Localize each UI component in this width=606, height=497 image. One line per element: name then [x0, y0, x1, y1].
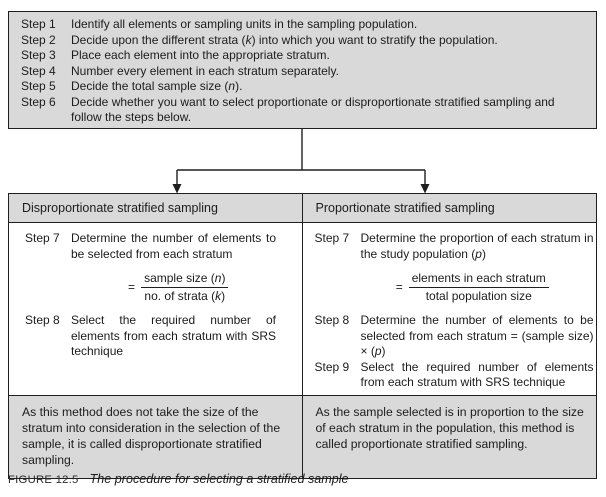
- fraction-numerator: elements in each stratum: [408, 271, 549, 288]
- figure-caption-label: FIGURE 12.5: [8, 474, 79, 486]
- step-row-5: Step 5 Decide the total sample size (n).: [21, 79, 584, 95]
- step-label: Step 5: [21, 79, 56, 93]
- note-proportionate: As the sample selected is in proportion …: [302, 394, 596, 478]
- left-arrow-head: [172, 184, 182, 194]
- step-row-3: Step 3 Place each element into the appro…: [21, 48, 584, 64]
- step-text: Number every element in each stratum sep…: [71, 63, 339, 78]
- step-label: Step 3: [21, 48, 56, 62]
- step-label: Step 9: [314, 359, 350, 374]
- flow-connector: [172, 129, 430, 194]
- step-text: Decide the total sample size (n).: [71, 79, 243, 93]
- procedure-steps-box: Step 1 Identify all elements or sampling…: [8, 11, 597, 129]
- step-text: Identify all elements or sampling units …: [71, 17, 418, 31]
- step-label: Step 1: [21, 17, 56, 31]
- fraction-denominator: no. of strata (k): [144, 289, 226, 303]
- step-text: Determine the number of elements to be s…: [71, 231, 276, 261]
- step-row-4: Step 4 Number every element in each stra…: [21, 64, 584, 80]
- step-text: Select the required number of elements f…: [360, 359, 594, 390]
- equals-sign: =: [395, 279, 403, 294]
- figure-caption: FIGURE 12.5 The procedure for selecting …: [8, 472, 349, 486]
- sampling-comparison-table: Disproportionate stratified sampling Pro…: [8, 193, 597, 479]
- header-cell-disproportionate: Disproportionate stratified sampling: [9, 194, 303, 223]
- step-text: Determine the number of elements to be s…: [360, 313, 594, 358]
- right-arrow-head: [420, 184, 430, 194]
- header-cell-proportionate: Proportionate stratified sampling: [302, 194, 596, 223]
- step-label: Step 6: [21, 94, 56, 109]
- cell-proportionate-steps: Step 7 Determine the proportion of each …: [303, 223, 597, 395]
- fraction-denominator: total population size: [425, 289, 532, 303]
- step-text: Place each element into the appropriate …: [71, 48, 330, 62]
- step-label: Step 4: [21, 63, 56, 78]
- step-row-2: Step 2 Decide upon the different strata …: [21, 33, 584, 49]
- step-row-1: Step 1 Identify all elements or sampling…: [21, 17, 584, 33]
- step-text: Decide whether you want to select propor…: [71, 94, 555, 125]
- equals-sign: =: [128, 279, 136, 294]
- step-row-6: Step 6 Decide whether you want to select…: [21, 95, 584, 126]
- step-label: Step 2: [21, 32, 56, 47]
- table-header-row: Disproportionate stratified sampling Pro…: [9, 194, 596, 223]
- fraction: elements in each stratum total populatio…: [408, 271, 549, 304]
- step-label: Step 8: [314, 313, 350, 327]
- formula-proportionate: = elements in each stratum total populat…: [359, 271, 587, 304]
- fraction: sample size (n) no. of strata (k): [141, 271, 229, 304]
- step-row-7-left: Step 7 Determine the number of elements …: [9, 231, 302, 262]
- step-label: Step 8: [25, 313, 60, 327]
- step-label: Step 7: [25, 231, 60, 245]
- formula-disproportionate: = sample size (n) no. of strata (k): [65, 271, 292, 304]
- step-row-8-left: Step 8 Select the required number of ele…: [9, 313, 302, 360]
- step-label: Step 7: [314, 231, 350, 245]
- step-row-8-right: Step 8 Determine the number of elements …: [303, 313, 597, 360]
- step-text: Select the required number of elements f…: [71, 313, 276, 358]
- note-disproportionate: As this method does not take the size of…: [9, 394, 303, 478]
- fraction-numerator: sample size (n): [141, 271, 229, 288]
- table-note-row: As this method does not take the size of…: [9, 394, 596, 478]
- cell-disproportionate-steps: Step 7 Determine the number of elements …: [9, 223, 303, 395]
- step-row-9-right: Step 9 Select the required number of ele…: [303, 360, 597, 391]
- step-text: Determine the proportion of each stratum…: [360, 231, 594, 261]
- figure-caption-title: The procedure for selecting a stratified…: [89, 472, 349, 486]
- step-text: Decide upon the different strata (k) int…: [71, 32, 498, 47]
- step-row-7-right: Step 7 Determine the proportion of each …: [303, 231, 597, 262]
- table-body-row: Step 7 Determine the number of elements …: [9, 223, 596, 395]
